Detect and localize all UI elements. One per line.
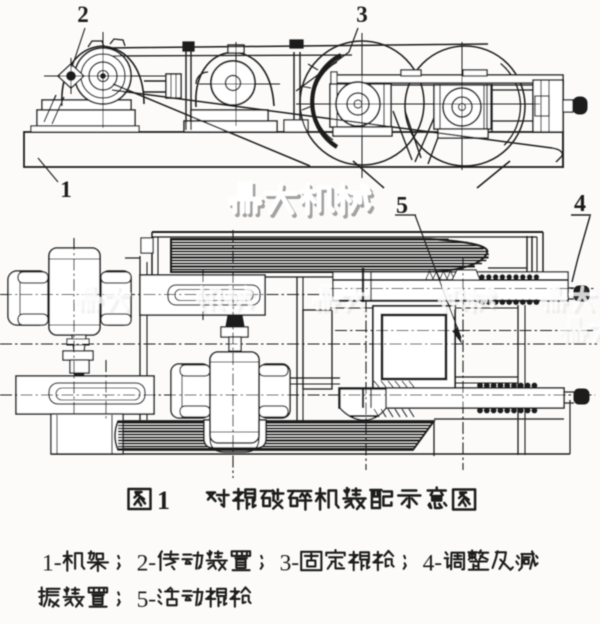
svg-text:2: 2 — [137, 551, 149, 577]
svg-text:-: - — [291, 550, 299, 576]
svg-text:1: 1 — [60, 177, 72, 202]
svg-text:1: 1 — [157, 486, 170, 515]
svg-text:-: - — [54, 550, 62, 576]
svg-text:3: 3 — [280, 551, 292, 577]
svg-text:-: - — [148, 550, 156, 576]
svg-text:-: - — [148, 586, 156, 612]
svg-text:5: 5 — [137, 587, 149, 613]
svg-text:5: 5 — [396, 193, 408, 219]
svg-text:4: 4 — [423, 551, 435, 577]
svg-text:-: - — [434, 550, 442, 576]
svg-text:2: 2 — [77, 2, 89, 27]
svg-text:4: 4 — [574, 191, 586, 217]
svg-text:3: 3 — [356, 2, 368, 27]
svg-text:1: 1 — [42, 551, 54, 577]
